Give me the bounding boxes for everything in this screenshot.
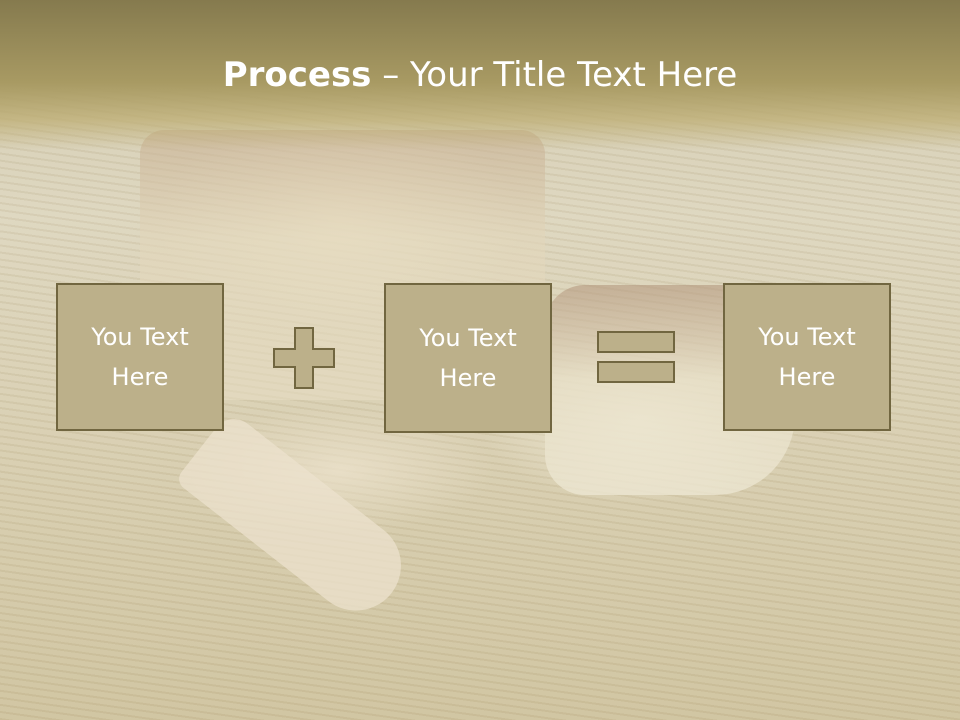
title-band [0,0,960,150]
slide-title[interactable]: Process – Your Title Text Here [0,52,960,98]
process-box-1[interactable]: You Text Here [56,283,224,431]
slide-title-rest: – Your Title Text Here [371,55,738,95]
process-box-2-text: You Text Here [419,324,517,392]
process-box-1-text: You Text Here [91,323,189,391]
process-box-3[interactable]: You Text Here [723,283,891,431]
process-box-2[interactable]: You Text Here [384,283,552,433]
slide-title-bold: Process [222,55,372,95]
equals-icon [597,331,675,383]
process-box-3-text: You Text Here [758,323,856,391]
plus-icon [273,327,335,389]
